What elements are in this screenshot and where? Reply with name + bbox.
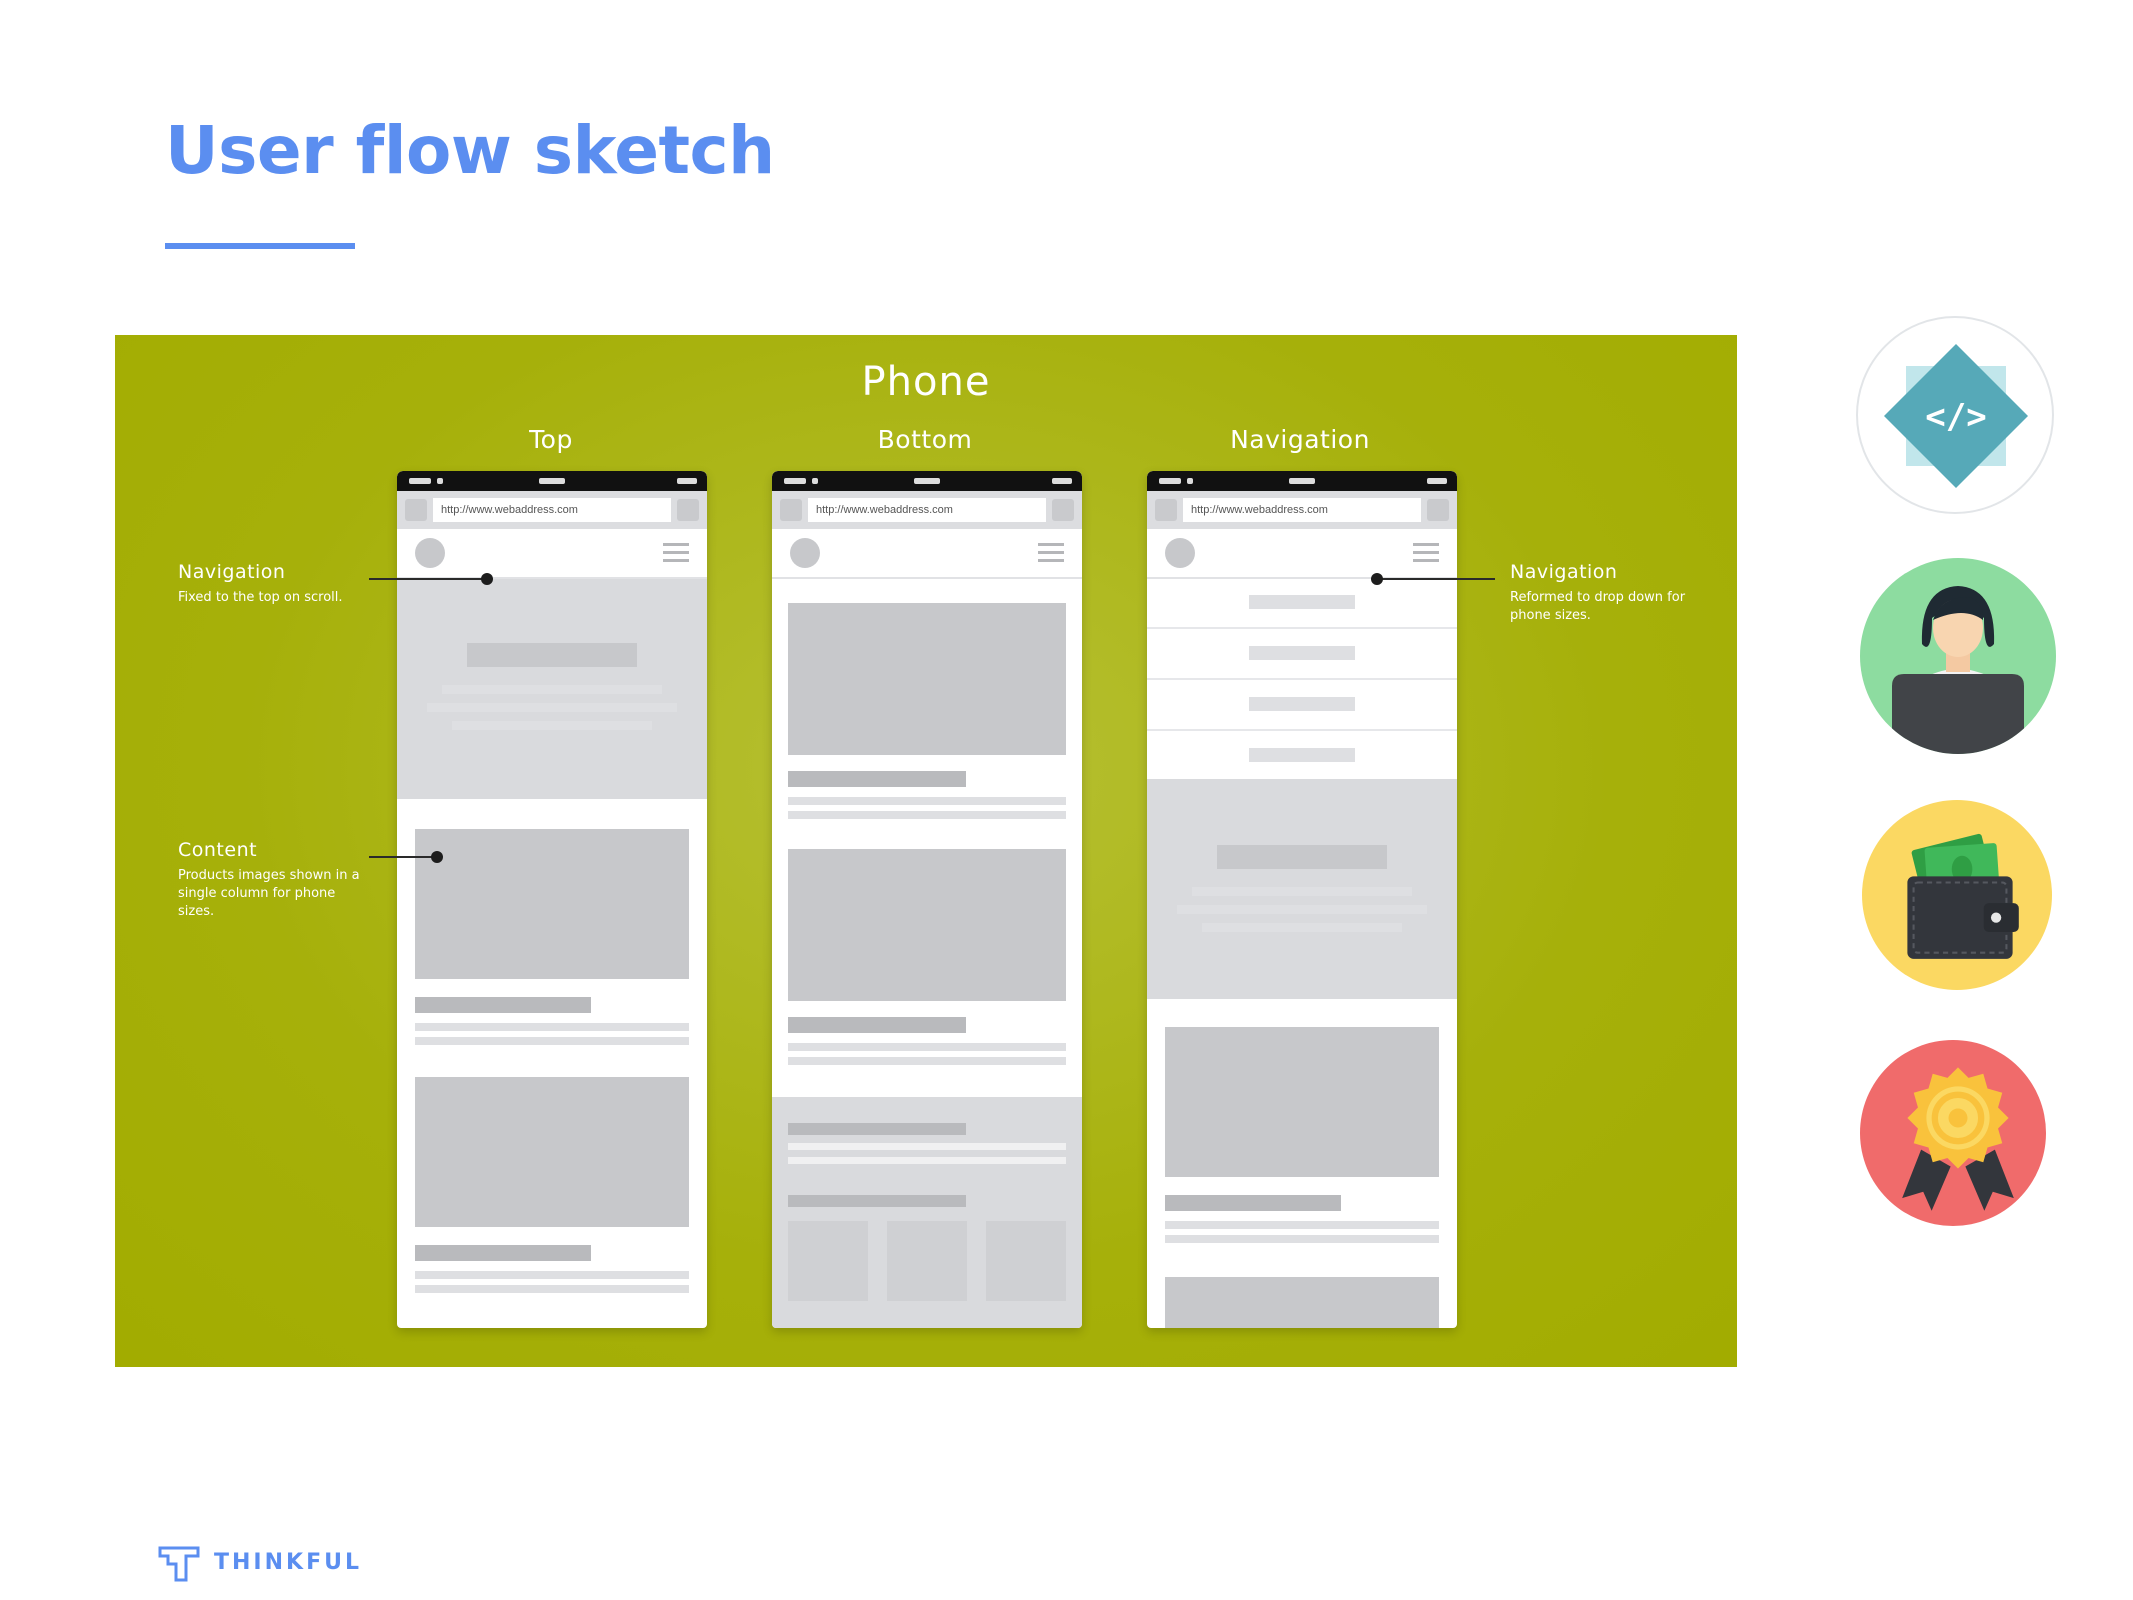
menu-icon <box>1413 543 1439 563</box>
code-diamond-icon: </> <box>1856 316 2054 514</box>
phone-wireframe-top: http://www.webaddress.com <box>397 471 707 1328</box>
nav-header <box>1147 529 1457 579</box>
content-image <box>1165 1277 1439 1328</box>
url-field: http://www.webaddress.com <box>433 498 671 522</box>
slide-title: User flow sketch <box>165 112 775 189</box>
nav-header <box>397 529 707 579</box>
url-field: http://www.webaddress.com <box>1183 498 1421 522</box>
wallet-money-icon <box>1862 800 2052 990</box>
status-bar <box>397 471 707 491</box>
content-image <box>415 829 689 979</box>
phone-wireframe-bottom: http://www.webaddress.com <box>772 471 1082 1328</box>
content-image <box>788 849 1066 1001</box>
url-bar: http://www.webaddress.com <box>1147 491 1457 529</box>
thinkful-logo: THINKFUL <box>158 1540 359 1582</box>
wireframe-panel: Phone Top Bottom Navigation http://www.w… <box>115 335 1737 1367</box>
avatar <box>1165 538 1195 568</box>
status-bar <box>1147 471 1457 491</box>
url-bar: http://www.webaddress.com <box>397 491 707 529</box>
avatar <box>790 538 820 568</box>
menu-icon <box>1038 543 1064 563</box>
column-label-bottom: Bottom <box>877 425 973 454</box>
menu-icon <box>663 543 689 563</box>
hero-block <box>1147 779 1457 999</box>
thinkful-logo-icon <box>158 1546 200 1582</box>
footer-block <box>772 1097 1082 1328</box>
phone-wireframe-navigation: http://www.webaddress.com <box>1147 471 1457 1328</box>
column-label-top: Top <box>529 425 573 454</box>
nav-header <box>772 529 1082 579</box>
content-image <box>788 603 1066 755</box>
award-badge-icon <box>1860 1040 2046 1226</box>
content-image <box>415 1077 689 1227</box>
url-field: http://www.webaddress.com <box>808 498 1046 522</box>
brand-name: THINKFUL <box>214 1550 362 1575</box>
svg-text:</>: </> <box>1925 397 1986 437</box>
url-bar: http://www.webaddress.com <box>772 491 1082 529</box>
status-bar <box>772 471 1082 491</box>
person-laptop-icon <box>1860 558 2056 754</box>
content-image <box>1165 1027 1439 1177</box>
hero-block <box>397 579 707 799</box>
column-label-navigation: Navigation <box>1230 425 1370 454</box>
panel-heading: Phone <box>861 359 991 405</box>
title-underline <box>165 243 355 249</box>
avatar <box>415 538 445 568</box>
